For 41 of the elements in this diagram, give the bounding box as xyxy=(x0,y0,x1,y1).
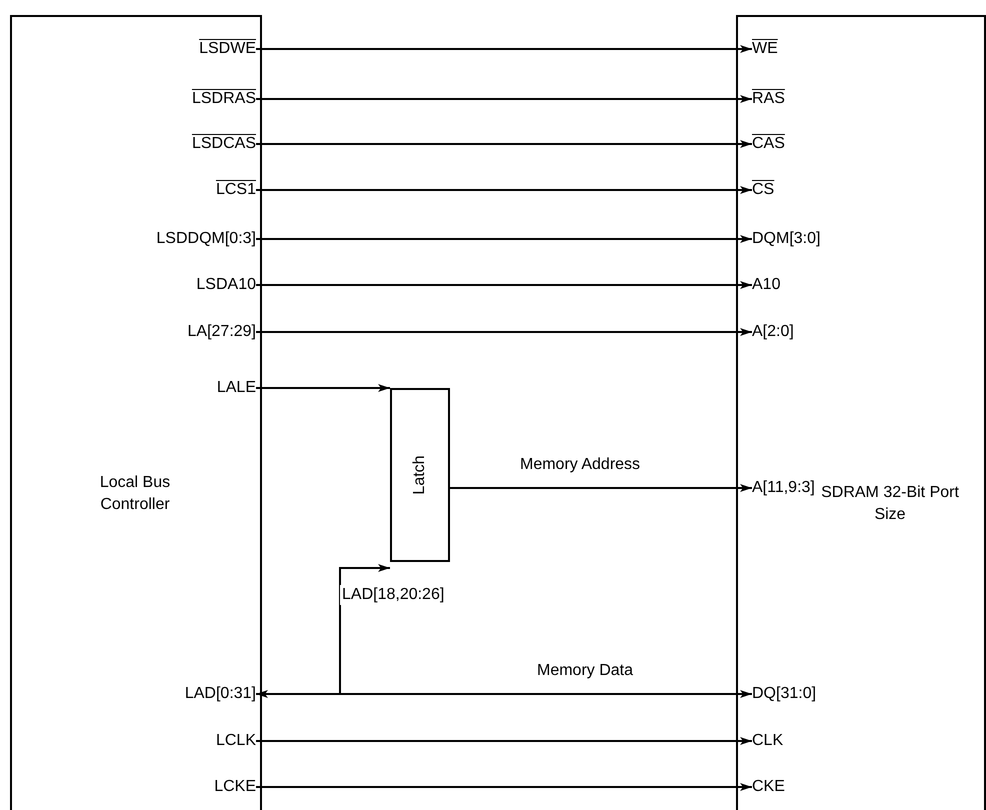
signal-name: LALE xyxy=(216,378,256,398)
signal-name: A10 xyxy=(752,275,780,295)
signal-name: LSDWE xyxy=(199,39,256,59)
signal-name: LA[27:29] xyxy=(188,322,256,342)
signal-name: DQ[31:0] xyxy=(752,684,816,704)
block-title: SDRAM 32-Bit Port Size xyxy=(820,483,960,525)
edge-label: LAD[18,20:26] xyxy=(340,585,446,605)
signal-name: A[11,9:3] xyxy=(752,478,815,498)
signal-name: LSDDQM[0:3] xyxy=(156,229,256,249)
signal-name: LCLK xyxy=(216,731,256,751)
signal-name: LCKE xyxy=(214,777,256,797)
latch-box: Latch xyxy=(390,388,450,562)
signal-arrow xyxy=(256,783,752,791)
signal-name: CKE xyxy=(752,777,785,797)
signal-arrow xyxy=(256,384,390,392)
signal-name: CLK xyxy=(752,731,784,751)
signal-arrow xyxy=(256,235,752,243)
signal-arrow xyxy=(256,95,752,103)
signal-arrow xyxy=(256,45,752,53)
signal-name: LAD[0:31] xyxy=(184,684,256,704)
signal-name: RAS xyxy=(752,89,785,109)
signal-name: LSDRAS xyxy=(192,89,256,109)
signal-arrow xyxy=(256,737,752,745)
signal-name: WE xyxy=(752,39,778,59)
sdram-block xyxy=(736,15,986,810)
signal-arrow xyxy=(256,281,752,289)
signal-arrow xyxy=(256,140,752,148)
signal-name: CS xyxy=(752,180,774,200)
signal-name: CAS xyxy=(752,134,785,154)
signal-name: DQM[3:0] xyxy=(752,229,820,249)
edge-label: Memory Data xyxy=(535,661,636,681)
block-title: Local Bus Controller xyxy=(98,473,172,515)
edge-label: Memory Address xyxy=(518,455,642,475)
signal-name: LCS1 xyxy=(216,180,256,200)
signal-name: LSDA10 xyxy=(196,275,256,295)
signal-arrow xyxy=(450,484,752,492)
signal-name: LSDCAS xyxy=(192,134,256,154)
signal-arrow xyxy=(256,186,752,194)
controller-block xyxy=(10,15,262,810)
signal-name: A[2:0] xyxy=(752,322,794,342)
signal-arrow xyxy=(256,328,752,336)
